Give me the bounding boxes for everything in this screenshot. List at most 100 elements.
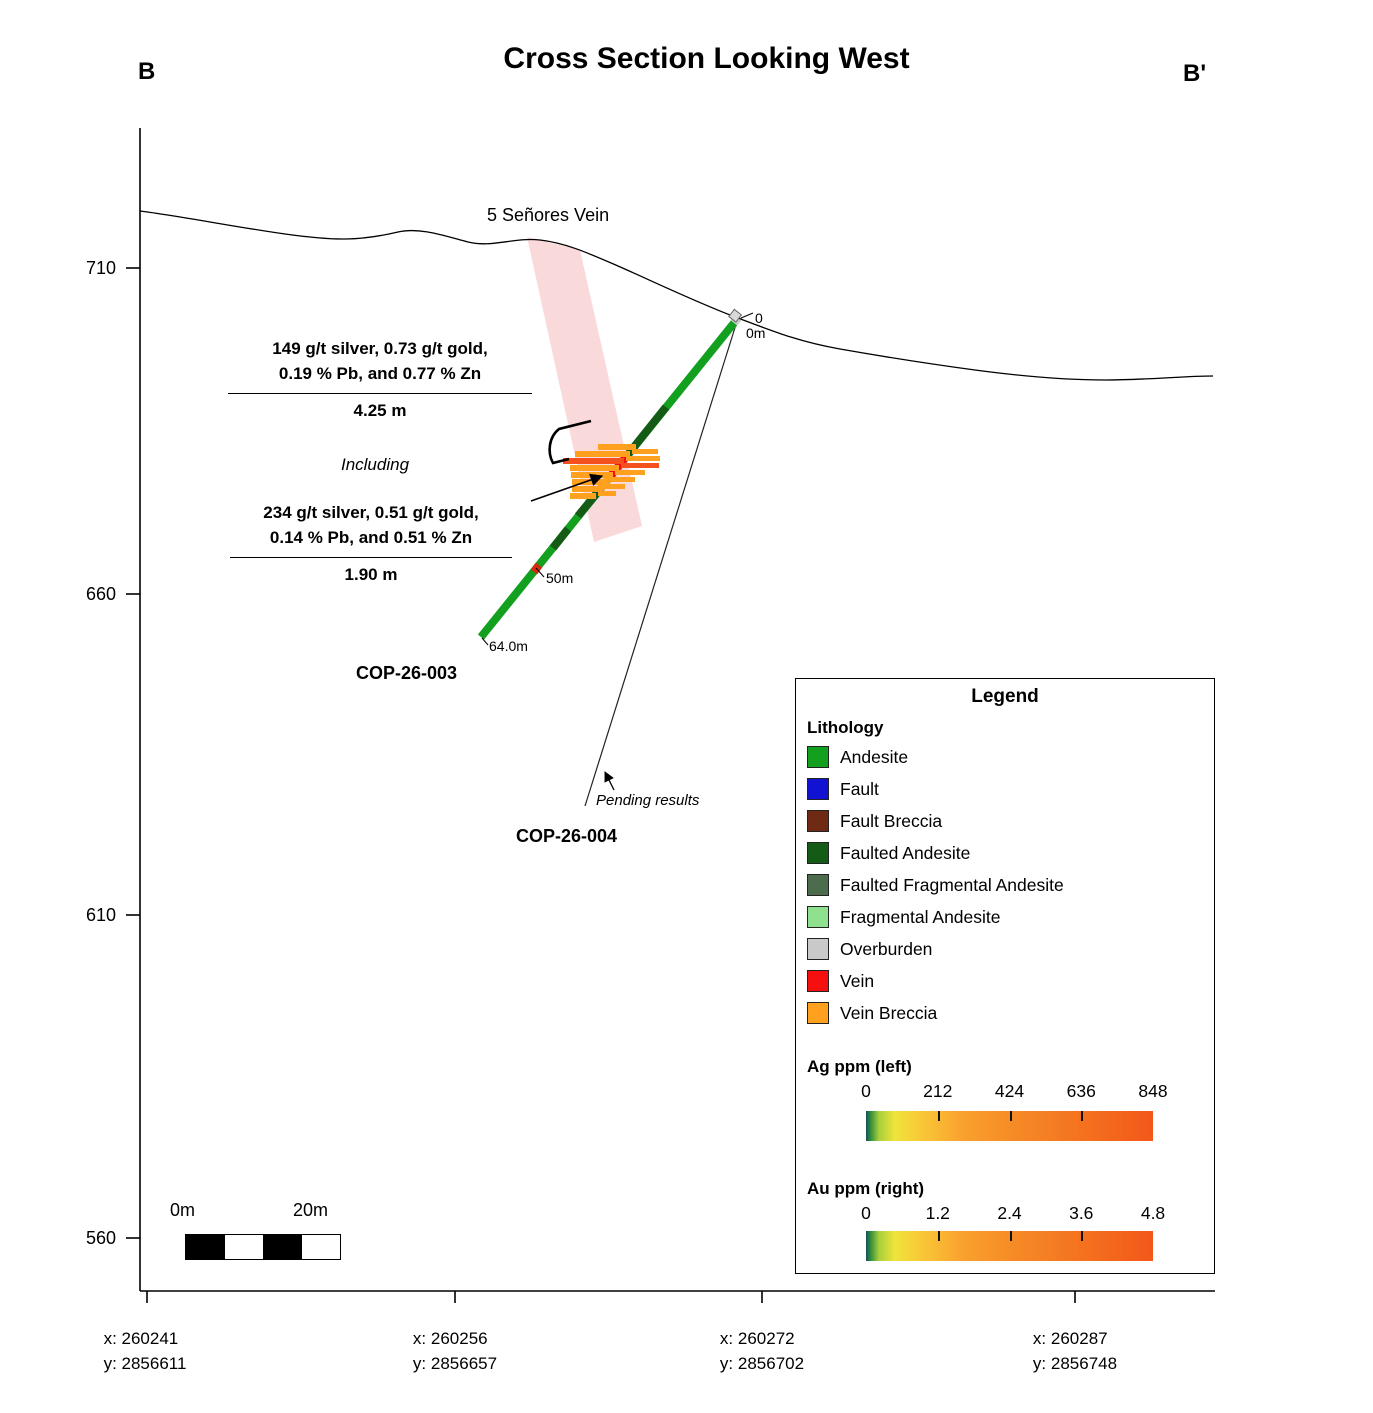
coordinate-tick-1: x: 260241 y: 2856611: [104, 1326, 187, 1376]
lithology-header: Lithology: [807, 718, 884, 737]
lithology-list: Andesite Fault Fault Breccia Faulted And…: [807, 741, 1206, 1029]
ramp-tick-mark: [937, 1231, 940, 1241]
ag-tick: 424: [994, 1081, 1025, 1101]
coordinate-x: x: 260287: [1032, 1329, 1108, 1348]
ramp-tick-mark: [1009, 1231, 1012, 1241]
assay-interval-2-line1: 234 g/t silver, 0.51 g/t gold,: [263, 503, 479, 522]
leader-lines: [481, 312, 754, 791]
coordinate-y: y: 2856748: [1032, 1354, 1118, 1373]
legend-item-label: Fault: [840, 778, 879, 799]
section-endpoint-b: B: [138, 58, 156, 85]
legend-item-faulted-fragmental-andesite: Faulted Fragmental Andesite: [807, 869, 1206, 901]
cop26-003-depth-64m: 64.0m: [489, 638, 528, 654]
overburden-swatch: [807, 938, 829, 960]
legend-item-label: Faulted Fragmental Andesite: [840, 874, 1064, 895]
coordinate-x: x: 260272: [719, 1329, 795, 1348]
coordinate-x: x: 260256: [412, 1329, 488, 1348]
fault-breccia-swatch: [807, 810, 829, 832]
ag-tick: 848: [1138, 1081, 1168, 1101]
cop26-003-depth-0: 0: [755, 310, 763, 326]
cop26-004-name: COP-26-004: [516, 826, 618, 846]
faulted-andesite-swatch: [807, 842, 829, 864]
scale-bar: [185, 1234, 341, 1260]
au-tick: 1.2: [925, 1203, 950, 1223]
cop26-003-name: COP-26-003: [356, 663, 458, 683]
section-endpoint-b-prime: B': [1183, 60, 1207, 87]
coordinate-x: x: 260241: [103, 1329, 179, 1348]
au-color-ramp: [866, 1231, 1153, 1261]
ramp-tick-mark: [1009, 1111, 1012, 1121]
andesite-swatch: [807, 746, 829, 768]
fault-swatch: [807, 778, 829, 800]
assay-interval-1-grades: 149 g/t silver, 0.73 g/t gold, 0.19 % Pb…: [228, 336, 532, 394]
elevation-tick-660: 660: [85, 584, 116, 604]
assay-interval-2-line2: 0.14 % Pb, and 0.51 % Zn: [269, 528, 473, 547]
coordinate-tick-3: x: 260272 y: 2856702: [720, 1326, 804, 1376]
pending-results-note: Pending results: [596, 792, 700, 809]
coordinate-y: y: 2856702: [719, 1354, 805, 1373]
ag-color-ramp: [866, 1111, 1153, 1141]
coordinate-tick-2: x: 260256 y: 2856657: [413, 1326, 497, 1376]
au-tick: 0: [861, 1203, 871, 1223]
ag-tick: 212: [923, 1081, 953, 1101]
coordinate-tick-4: x: 260287 y: 2856748: [1033, 1326, 1117, 1376]
ramp-tick-mark: [1081, 1111, 1084, 1121]
au-scale-ticks: 0 1.2 2.4 3.6 4.8: [861, 1203, 1165, 1223]
scalebar-start-label: 0m: [170, 1200, 196, 1220]
vein-breccia-swatch: [807, 1002, 829, 1024]
faulted-fragmental-andesite-swatch: [807, 874, 829, 896]
assay-interval-2-width: 1.90 m: [344, 565, 398, 584]
legend-panel: Legend Lithology Andesite Fault Fault Br…: [795, 678, 1215, 1274]
legend-item-overburden: Overburden: [807, 933, 1206, 965]
legend-item-label: Fragmental Andesite: [840, 906, 1001, 927]
axes: [126, 128, 1215, 1303]
assay-interval-2-grades: 234 g/t silver, 0.51 g/t gold, 0.14 % Pb…: [230, 500, 512, 558]
assay-interval-1: 149 g/t silver, 0.73 g/t gold, 0.19 % Pb…: [228, 336, 532, 421]
au-tick: 2.4: [997, 1203, 1022, 1223]
including-label: Including: [340, 455, 410, 474]
scalebar-segment: [263, 1235, 302, 1259]
legend-item-fault: Fault: [807, 773, 1206, 805]
coordinate-y: y: 2856657: [412, 1354, 498, 1373]
terrain-line: [139, 210, 1214, 381]
ramp-tick-mark: [937, 1111, 940, 1121]
legend-item-label: Vein Breccia: [840, 1002, 938, 1023]
cop26-003-depth-50m: 50m: [546, 570, 574, 586]
assay-interval-1-line1: 149 g/t silver, 0.73 g/t gold,: [272, 339, 488, 358]
assay-interval-1-line2: 0.19 % Pb, and 0.77 % Zn: [278, 364, 482, 383]
legend-item-fault-breccia: Fault Breccia: [807, 805, 1206, 837]
legend-item-label: Overburden: [840, 938, 933, 959]
scalebar-end-label: 20m: [293, 1200, 329, 1220]
scalebar-segment: [186, 1235, 225, 1259]
ramp-tick-mark: [1081, 1231, 1084, 1241]
legend-item-andesite: Andesite: [807, 741, 1206, 773]
au-tick: 4.8: [1140, 1203, 1166, 1223]
legend-item-faulted-andesite: Faulted Andesite: [807, 837, 1206, 869]
ag-tick: 0: [861, 1081, 871, 1101]
scalebar-segment: [301, 1235, 340, 1259]
legend-item-label: Vein: [840, 970, 875, 991]
ag-tick: 636: [1066, 1081, 1096, 1101]
legend-title: Legend: [971, 686, 1039, 707]
assay-interval-2: 234 g/t silver, 0.51 g/t gold, 0.14 % Pb…: [230, 500, 512, 585]
elevation-tick-710: 710: [85, 258, 116, 278]
coordinate-y: y: 2856611: [103, 1354, 187, 1373]
cop26-003-depth-0m: 0m: [746, 325, 766, 341]
au-tick: 3.6: [1069, 1203, 1094, 1223]
structural-symbol: [548, 419, 592, 465]
drillhole-cop26-004-trace: [584, 317, 739, 807]
legend-item-vein: Vein: [807, 965, 1206, 997]
assay-interval-1-width: 4.25 m: [353, 401, 407, 420]
au-scale-label: Au ppm (right): [807, 1179, 925, 1198]
ag-scale-ticks: 0 212 424 636 848: [861, 1081, 1167, 1101]
scalebar-segment: [224, 1235, 263, 1259]
elevation-tick-610: 610: [85, 905, 116, 925]
legend-item-label: Andesite: [840, 746, 909, 767]
fragmental-andesite-swatch: [807, 906, 829, 928]
vein-label: 5 Señores Vein: [487, 205, 610, 225]
legend-item-label: Faulted Andesite: [840, 842, 971, 863]
figure-title: Cross Section Looking West: [503, 42, 910, 75]
legend-item-label: Fault Breccia: [840, 810, 943, 831]
